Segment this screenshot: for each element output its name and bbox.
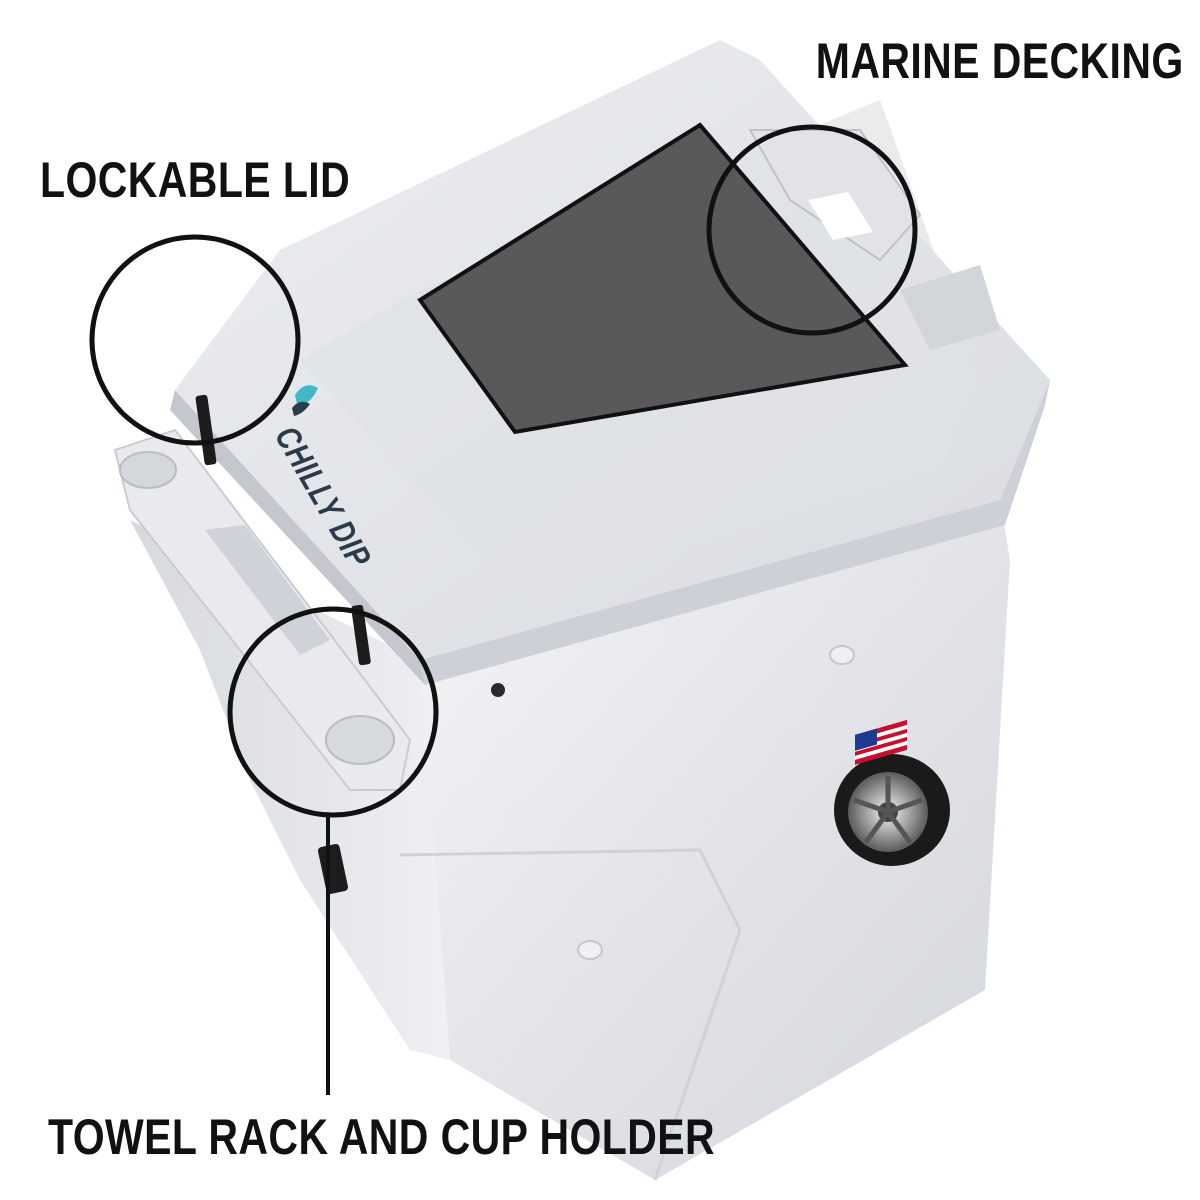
towel-rack-label: TOWEL RACK AND CUP HOLDER xyxy=(48,1109,716,1165)
lockable-lid-label: LOCKABLE LID xyxy=(40,152,351,208)
chilly-dip-logo-icon xyxy=(292,385,318,416)
cooler-front-face xyxy=(420,500,1010,1180)
latch-left-top xyxy=(195,394,217,466)
marine-decking-pad xyxy=(417,122,909,435)
lid-hinge-block xyxy=(900,265,1000,350)
latch-front-lock xyxy=(317,843,349,895)
callout-circle-lockable-lid xyxy=(89,234,301,446)
towel-rack-rail xyxy=(113,428,412,791)
body-panel-line xyxy=(399,848,742,1181)
wheel xyxy=(834,754,950,866)
towel-rack-slot xyxy=(205,525,330,655)
usa-flag-icon xyxy=(855,719,907,765)
body-screw xyxy=(491,683,505,697)
cup-holder-bottom xyxy=(325,715,395,765)
lid-front-edge xyxy=(420,380,1050,685)
body-foot-upper xyxy=(829,645,855,665)
latch-left-bottom xyxy=(351,604,371,666)
callout-circle-marine-decking xyxy=(706,124,918,336)
cooler-side-face xyxy=(130,520,450,1060)
cup-holder-top xyxy=(119,451,177,489)
lid-rear-handle-opening xyxy=(808,192,873,240)
body-foot-lower xyxy=(577,940,603,960)
callout-circle-towel-rack xyxy=(227,606,439,818)
marine-decking-label: MARINE DECKING xyxy=(816,33,1184,89)
